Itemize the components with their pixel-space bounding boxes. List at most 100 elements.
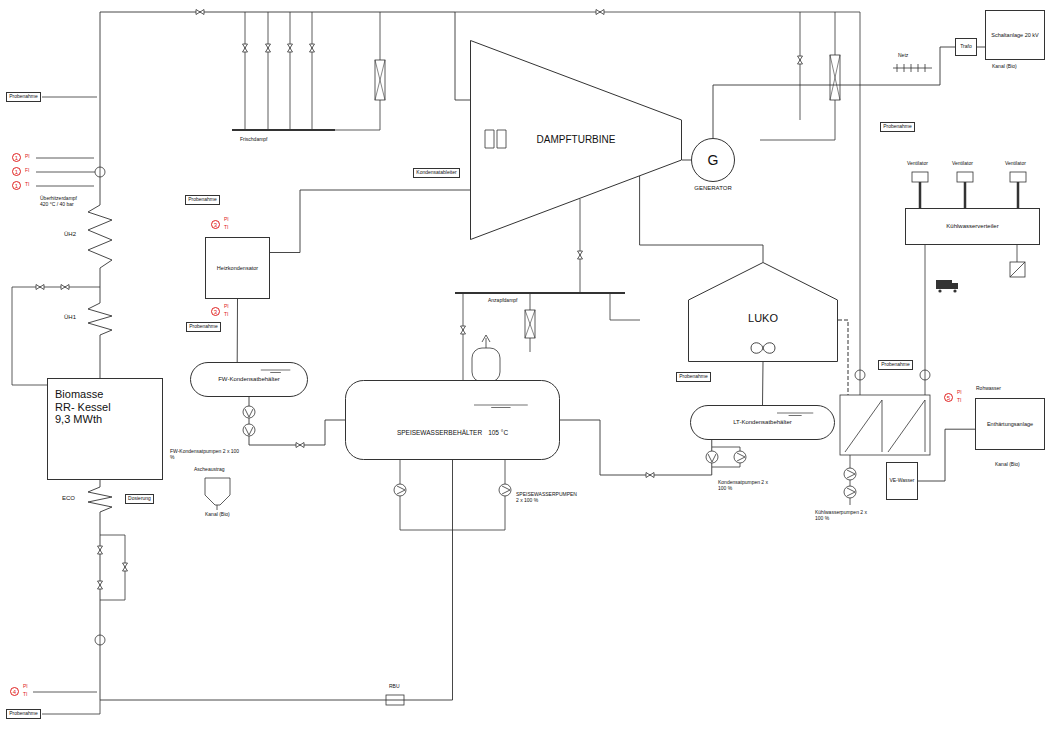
pipe-label: ÜH1 — [64, 314, 76, 321]
fan-symbol — [751, 343, 775, 354]
instrument-box: Probenahme — [185, 195, 220, 205]
node-label: LT-Kondensatbehälter — [733, 419, 792, 426]
pump-symbol — [394, 484, 406, 496]
pump-symbol — [844, 468, 856, 480]
instrument-box: Probenahme — [6, 92, 41, 102]
node-label: Kühlwasserverteiler — [946, 223, 998, 230]
condensate-tank: LT-Kondensatbehälter — [690, 405, 835, 440]
node-label: LUKO — [748, 312, 778, 325]
pipe-label: Ascheaustrag — [194, 467, 225, 473]
valve-symbol — [243, 44, 248, 52]
signal-tag: TI — [224, 225, 228, 230]
node-label: Heizkondensator — [217, 265, 258, 271]
node-outline — [126, 495, 154, 504]
heat-exchanger-symbol — [1010, 262, 1025, 277]
desuperheater-symbol — [525, 310, 535, 338]
pipe-connector — [560, 420, 712, 475]
pipe-connector — [682, 160, 691, 161]
pipe-connector — [88, 460, 453, 700]
water-tank-box: VE-Wasser — [886, 462, 918, 500]
pipe-label: ECO — [62, 495, 75, 502]
node-label: Probenahme — [881, 362, 910, 368]
switchgear-box: Schaltanlage 20 kV — [985, 10, 1045, 60]
callout-number: 1 — [12, 181, 21, 190]
pipe-connector — [249, 397, 345, 445]
signal-tag: PI — [23, 684, 28, 689]
deaerator-dome — [472, 348, 500, 382]
pump-symbol — [499, 484, 511, 496]
heat-exchanger-symbol — [1010, 262, 1025, 277]
valve-symbol — [98, 581, 103, 589]
node-outline — [887, 463, 918, 500]
pipe-connector — [88, 12, 470, 378]
signal-tag: TI — [25, 182, 29, 187]
turbine-shape: DAMPFTURBINE — [470, 40, 682, 240]
vent-arrow — [482, 335, 490, 342]
node-outline — [689, 263, 838, 362]
valve-symbol — [288, 44, 293, 52]
pipe-connector — [977, 47, 985, 48]
truck-icon — [938, 289, 941, 292]
signal-tag: TI — [957, 398, 961, 403]
pipe-connector — [713, 47, 955, 138]
fan-symbol — [1010, 172, 1026, 182]
node-outline — [881, 123, 915, 132]
flow-meter — [920, 370, 930, 380]
fan-symbol — [912, 172, 928, 182]
desuperheater-symbol — [525, 310, 535, 338]
truck-icon — [936, 280, 952, 289]
valve-symbol — [596, 10, 604, 15]
flow-meter — [855, 370, 865, 380]
node-outline — [956, 39, 977, 56]
instrument-box: Probenahme — [186, 322, 221, 332]
valve-symbol — [296, 443, 304, 448]
condenser-shape: LUKO — [688, 262, 838, 362]
node-outline — [7, 93, 41, 102]
pipe-connector — [762, 362, 764, 405]
node-label: GENERATOR — [694, 185, 731, 192]
node-outline — [206, 238, 270, 299]
dry-cooler — [845, 400, 925, 452]
valve-symbol — [461, 326, 466, 334]
boiler-box: Biomasse RR- Kessel 9,3 MWth — [47, 378, 163, 480]
pipe-connector — [918, 429, 975, 481]
level-mark — [474, 405, 528, 408]
node-label: Dosierung — [128, 496, 151, 502]
pump-symbol — [706, 451, 718, 463]
signal-tag: PI — [224, 304, 229, 309]
pipe-label: Anzapfdampf — [488, 298, 517, 304]
valve-symbol — [646, 473, 654, 478]
valve-symbol — [36, 285, 44, 290]
valve-symbol — [196, 10, 204, 15]
node-outline — [879, 361, 913, 370]
signal-tag: TI — [23, 692, 27, 697]
node-outline — [471, 41, 682, 240]
pipe-label: SPEISEWASSERPUMPEN 2 x 100 % — [516, 492, 576, 503]
node-label: DAMPFTURBINE — [537, 134, 616, 146]
node-label: Probenahme — [9, 711, 38, 717]
node-label: Probenahme — [883, 124, 912, 130]
valve-symbol — [310, 44, 315, 52]
rotor-block — [485, 130, 506, 148]
pump-symbol — [734, 451, 746, 463]
node-label: Probenahme — [188, 197, 217, 203]
pipe-label: Kanal (Bio) — [995, 462, 1020, 468]
node-label: SPEISEWASSERBEHÄLTER — [397, 429, 482, 436]
node-outline — [345, 380, 560, 460]
node-outline — [7, 710, 41, 719]
pump-symbol — [243, 406, 255, 418]
signal-tag: PI — [25, 154, 30, 159]
condensate-tank: FW-Kondensatbehälter — [190, 362, 308, 397]
node-label: Probenahme — [679, 374, 708, 380]
desuperheater-symbol — [375, 60, 385, 100]
signal-tag: PI — [957, 390, 962, 395]
node-outline — [677, 373, 711, 382]
flow-meter — [95, 635, 105, 645]
callout-number: 3 — [211, 220, 220, 229]
desuperheater-symbol — [375, 60, 385, 100]
node-outline — [48, 379, 163, 480]
valve-symbol — [798, 56, 803, 64]
pipe-line — [12, 12, 1017, 714]
node-label: Enthärtungsanlage — [987, 421, 1033, 427]
